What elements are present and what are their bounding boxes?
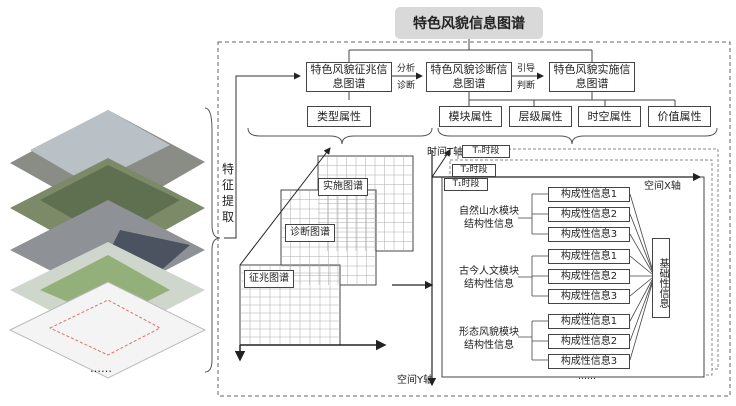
info-item: 构成性信息1 xyxy=(548,187,630,202)
label-analysis: 分析 xyxy=(397,64,416,74)
attr-value: 价值属性 xyxy=(648,106,711,127)
period-1: T₁时段 xyxy=(444,178,488,191)
label-diagnosis: 诊断 xyxy=(397,81,416,91)
diagram-title: 特色风貌信息图谱 xyxy=(395,7,543,39)
label-judge: 判断 xyxy=(517,81,536,91)
module-culture: 古今人文模块结构性信息 xyxy=(459,266,519,290)
info-item: 构成性信息1 xyxy=(548,314,630,329)
left-ellipsis: …… xyxy=(90,362,112,375)
diagnose-map-label: 诊断图谱 xyxy=(285,224,335,242)
symptom-map-label: 征兆图谱 xyxy=(244,270,294,288)
layer-stack xyxy=(8,110,207,379)
info-item: 构成性信息2 xyxy=(548,334,630,349)
attr-module: 模块属性 xyxy=(439,106,502,127)
info-item: 构成性信息3 xyxy=(548,289,630,304)
module-form: 形态风貌模块结构性信息 xyxy=(459,327,519,351)
implement-map-box: 特色风貌实施信息图谱 xyxy=(549,62,635,92)
info-item: 构成性信息3 xyxy=(548,354,630,369)
space-y-axis-label: 空间Y轴 xyxy=(397,375,434,386)
diagnosis-map-box: 特色风貌诊断信息图谱 xyxy=(426,62,512,92)
info-ellipsis: …… xyxy=(578,372,596,382)
period-n: Tₙ时段 xyxy=(462,145,510,158)
base-info-box: 基础性信息 xyxy=(652,238,670,318)
attr-spacetime: 时空属性 xyxy=(578,106,641,127)
extract-label: 特征提取 xyxy=(222,162,235,224)
label-guide: 引导 xyxy=(517,64,536,74)
space-x-axis-label: 空间X轴 xyxy=(644,181,681,192)
info-item: 构成性信息2 xyxy=(548,269,630,284)
time-axis-label: 时间T轴 xyxy=(427,147,464,158)
attr-type: 类型属性 xyxy=(307,106,371,127)
info-ellipsis: …… xyxy=(578,307,596,317)
attr-level: 层级属性 xyxy=(509,106,572,127)
symptom-map-box: 特色风貌征兆信息图谱 xyxy=(306,62,392,92)
period-2: T₂时段 xyxy=(452,164,496,177)
info-item: 构成性信息1 xyxy=(548,249,630,264)
module-natural: 自然山水模块结构性信息 xyxy=(459,206,519,230)
implement-map-label: 实施图谱 xyxy=(318,178,368,196)
info-item: 构成性信息3 xyxy=(548,227,630,242)
info-item: 构成性信息2 xyxy=(548,207,630,222)
